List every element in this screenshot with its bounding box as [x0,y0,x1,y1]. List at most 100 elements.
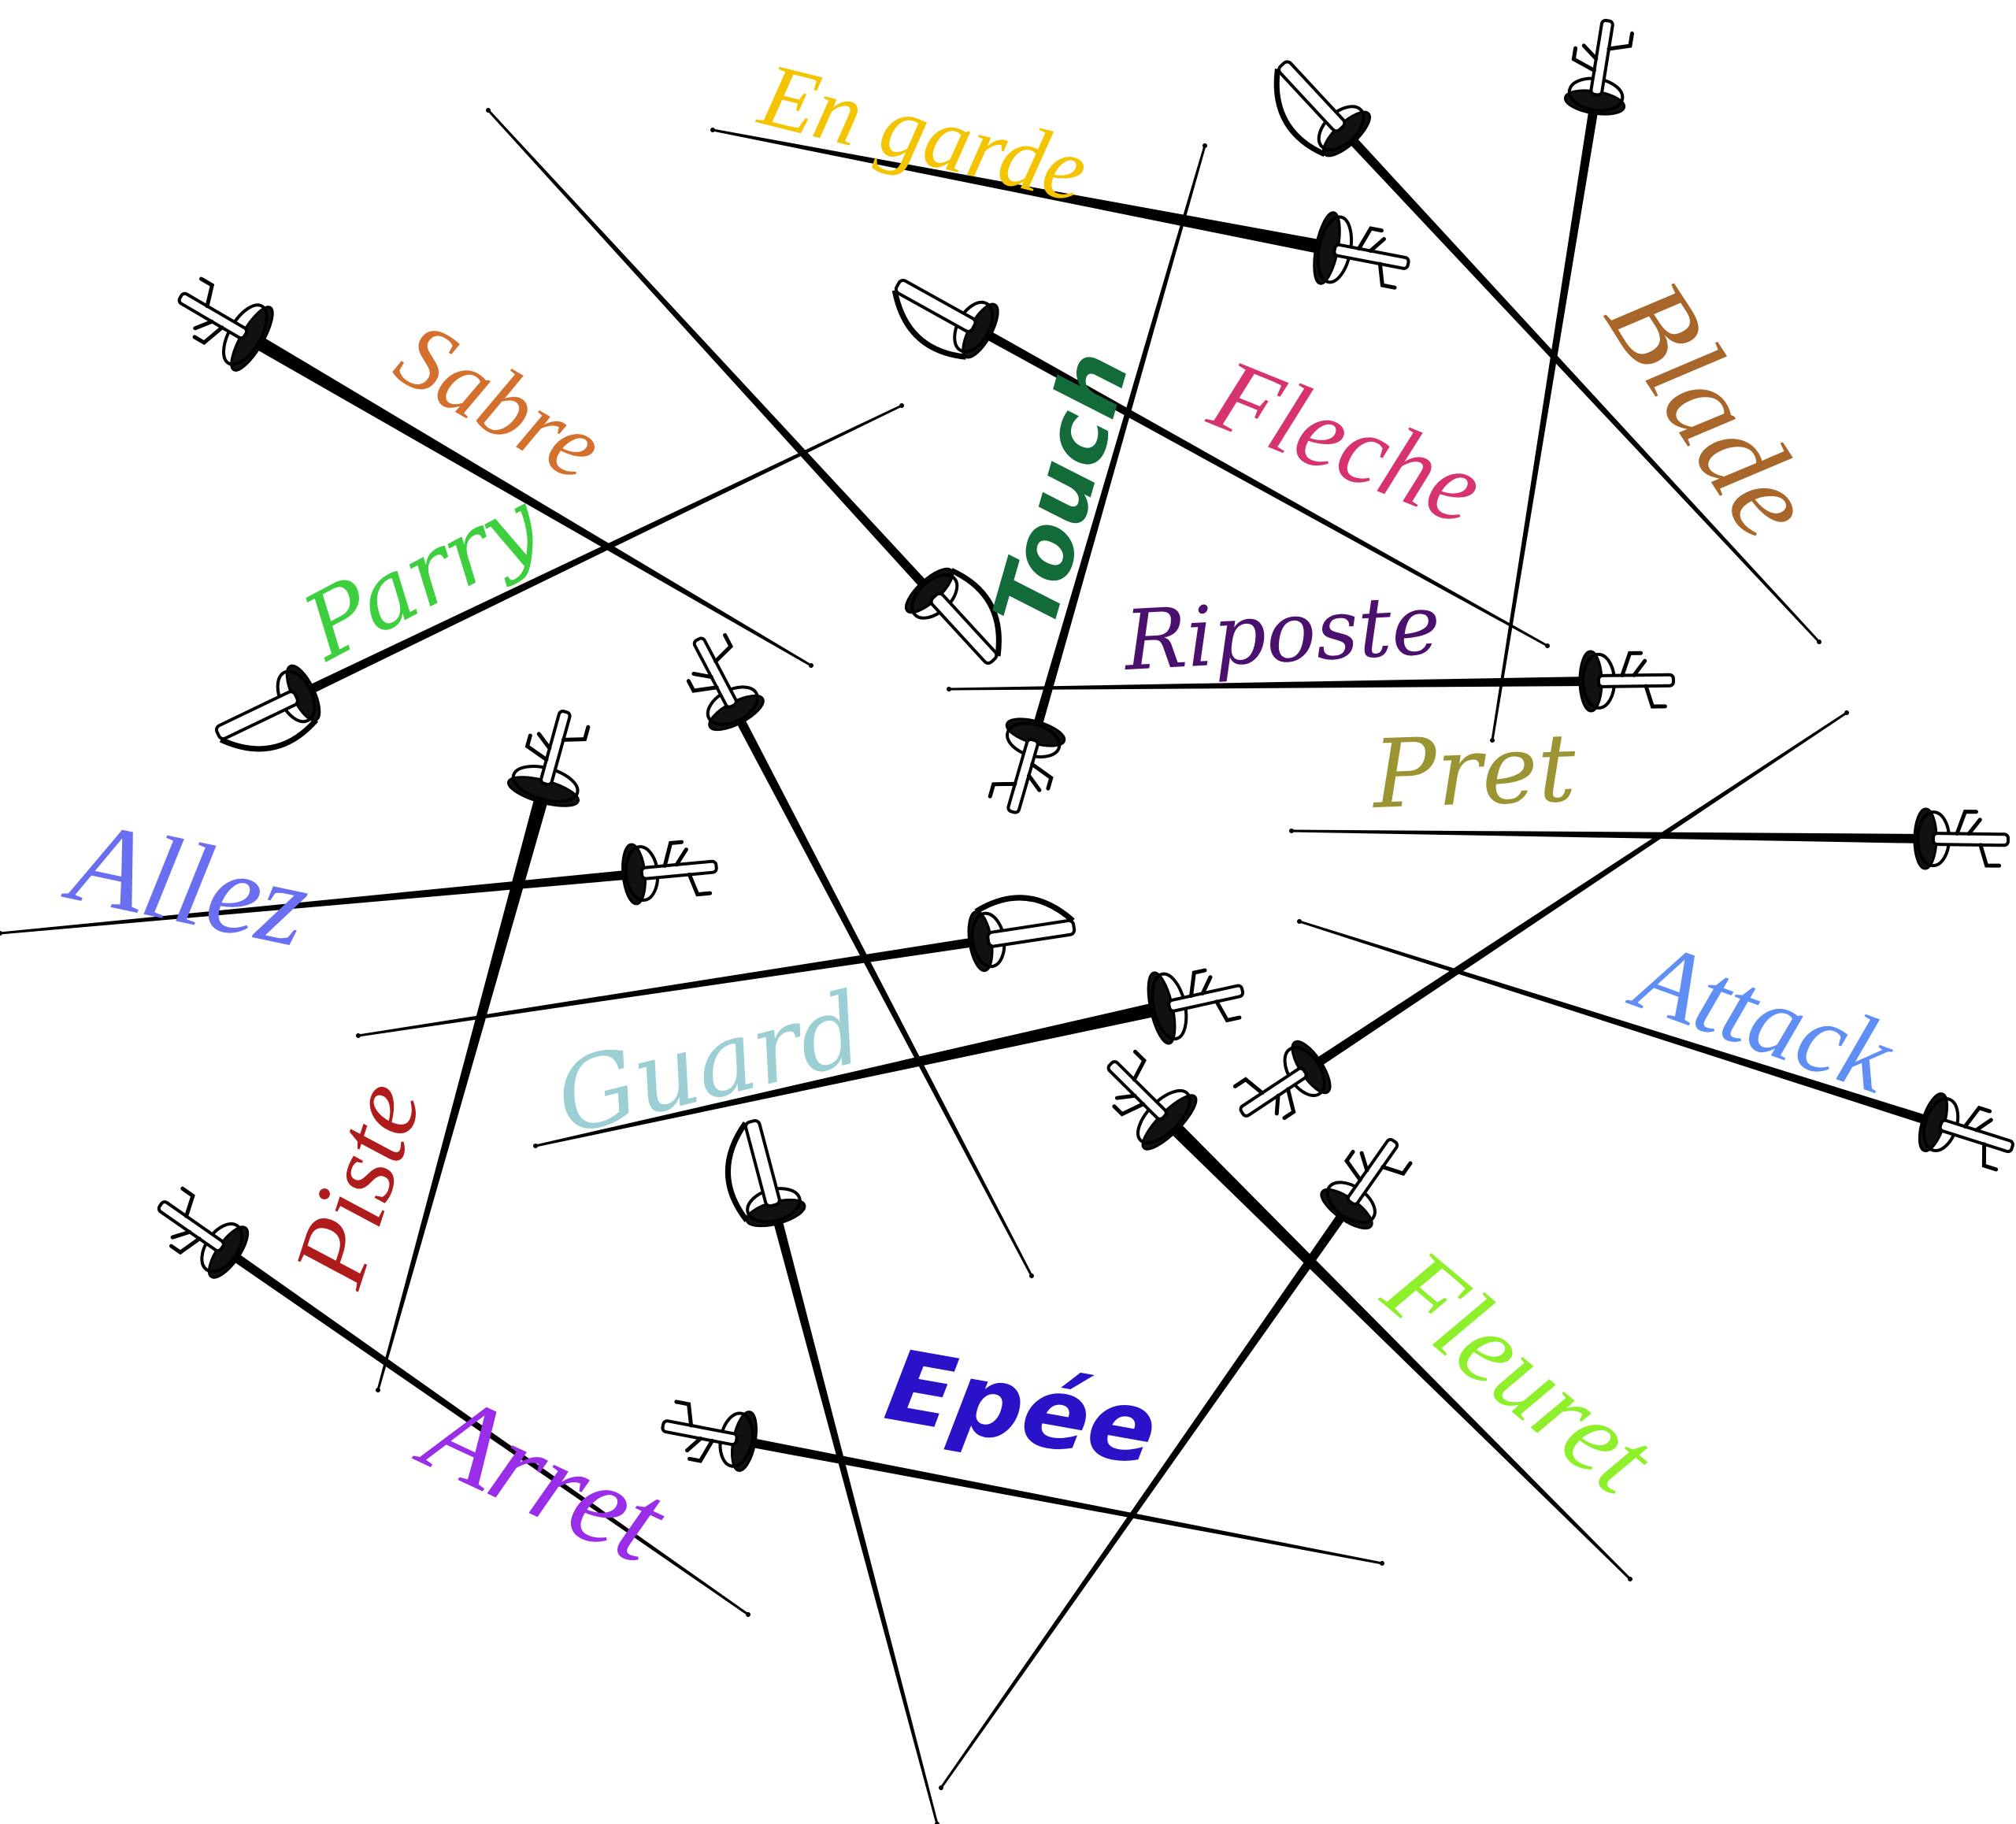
sword-grip-prongs [1112,1049,1147,1117]
sword-blade [487,109,933,595]
word-allez: Allez [54,794,320,973]
sword-blade [939,1206,1351,1789]
sword-s9 [947,650,1676,713]
sword-tip [809,663,813,668]
sword-s2 [486,108,1002,665]
sword-tip [533,1144,538,1148]
sword-grip-prongs [1232,1077,1296,1121]
sword-s4 [1273,60,1821,644]
sword-blade [712,128,1329,255]
sword-knuckle-bow [1273,69,1326,158]
sword-s10 [686,632,1034,1278]
word-fleuret: Fleuret [1362,1227,1677,1518]
sword-tip [1545,643,1550,648]
sword-s12 [0,840,718,936]
sword-grip [894,279,977,333]
sword-blade [1031,145,1206,734]
sword-s16 [1297,919,2014,1172]
sword-grip [1106,1060,1168,1121]
sword-blade [301,404,902,698]
word-pret: Pret [1369,714,1578,830]
word-riposte: Riposte [1121,576,1443,689]
word-piste: Piste [272,1069,443,1299]
sword-grip [1006,737,1040,814]
sword-grip-prongs [1571,31,1634,72]
sword-blade [535,1001,1163,1147]
sword-grip [214,690,299,741]
sword-guard [207,1225,250,1279]
word-en-garde: En garde [750,44,1097,221]
sword-tip [1490,738,1495,743]
sword-grip-prongs [1343,1150,1413,1182]
sword-blade [1491,102,1599,741]
sword-grip-prongs [662,840,713,897]
sword-grip-prongs [524,725,591,762]
sword-tip [1628,1577,1632,1581]
sword-tip [1844,710,1849,715]
sword-blade [771,1211,939,1824]
sword-tip [939,1785,943,1790]
word-attack: Attack [1617,917,1909,1115]
sword-blade [1164,1117,1632,1581]
sword-blade [948,677,1592,691]
sword-grip-prongs [1955,810,2002,868]
sword-tip [356,1033,361,1038]
sword-grip [986,918,1077,948]
sword-blade [732,710,1033,1277]
sword-grip-prongs [686,632,734,693]
word-blade: Blade [1581,258,1840,561]
sword-blade [358,936,981,1037]
sword-s13 [1289,807,2010,870]
sword-blade [248,332,812,667]
sword-tip [1029,1273,1034,1278]
sword-guard [1320,1188,1373,1230]
sword-knuckle-bow [950,568,1002,657]
sword-tip [1380,1561,1384,1566]
sword-tip [1203,143,1207,148]
sword-knuckle-bow [974,895,1075,923]
swords-layer [0,18,2014,1824]
sword-grip [1931,832,2010,847]
sword-s15 [1232,710,1849,1121]
sword-grip-prongs [169,1186,202,1255]
word-epee: Epée [878,1329,1165,1488]
sword-tip [1297,919,1302,924]
sword-knuckle-bow [219,717,319,752]
sword-grip [929,591,999,665]
sword-tip [486,108,491,113]
sword-blade [1343,130,1821,643]
word-sabre: Sabre [380,301,620,500]
sword-s5 [1490,18,1634,743]
sword-s8 [214,403,904,752]
sword-s22 [661,1400,1384,1566]
sword-grip-prongs [192,276,224,346]
sword-tip [0,931,3,936]
sword-grip-prongs [1189,968,1242,1023]
sword-tip [947,687,951,691]
sword-grip-prongs [674,1400,714,1463]
sword-grip [1239,1066,1308,1118]
sword-blade [376,789,550,1391]
sword-s1 [710,128,1410,290]
sword-s3 [988,143,1207,814]
sword-grip-prongs [1620,651,1667,709]
sword-knuckle-bow [891,290,966,360]
sword-grip [1596,673,1676,688]
sword-grip [743,1119,781,1208]
sword-tip [1817,640,1821,644]
sword-s17 [533,968,1245,1148]
sword-tip [1289,829,1294,833]
sword-grip [1938,1118,2014,1154]
sword-tip [746,1612,750,1617]
sword-blade [978,326,1548,647]
sword-grip-prongs [1357,226,1397,290]
word-arret: Arret [400,1363,686,1589]
sword-s11 [376,710,591,1392]
sword-s6 [891,279,1550,648]
sword-blade [1299,920,1935,1127]
sword-tip [710,128,715,132]
sword-s14 [356,895,1077,1038]
sword-s7 [177,276,813,668]
sword-grip-prongs [1962,1105,1999,1172]
